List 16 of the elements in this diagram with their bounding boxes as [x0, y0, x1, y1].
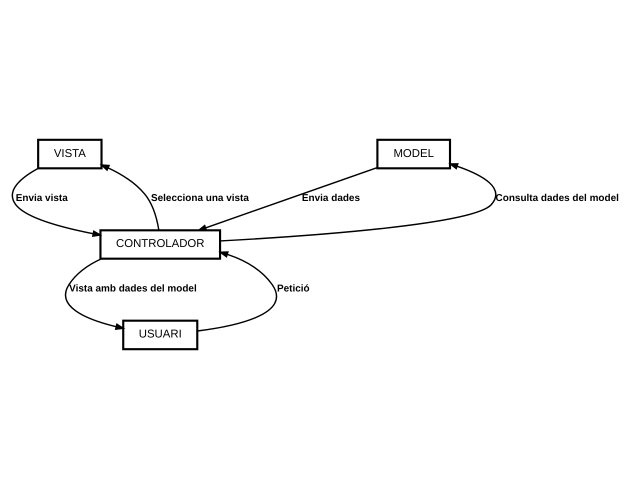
arrow: [12, 168, 102, 237]
arrow: [64, 258, 126, 330]
edge-label: Petició: [277, 284, 310, 295]
node-box: MODEL: [376, 138, 452, 170]
arrow: [100, 164, 160, 230]
edge-label: Selecciona una vista: [151, 193, 249, 204]
edge-label: Consulta dades del model: [496, 193, 619, 204]
arrow: [220, 163, 496, 242]
arrow: [197, 251, 278, 332]
node-box: CONTROLADOR: [99, 229, 222, 260]
edge-label: Vista amb dades del model: [69, 284, 197, 295]
node-box: USUARI: [122, 320, 198, 350]
edge-label: Envia vista: [16, 193, 68, 204]
arrow: [196, 166, 378, 231]
node-box: VISTA: [37, 138, 103, 170]
edge-label: Envia dades: [302, 193, 360, 204]
